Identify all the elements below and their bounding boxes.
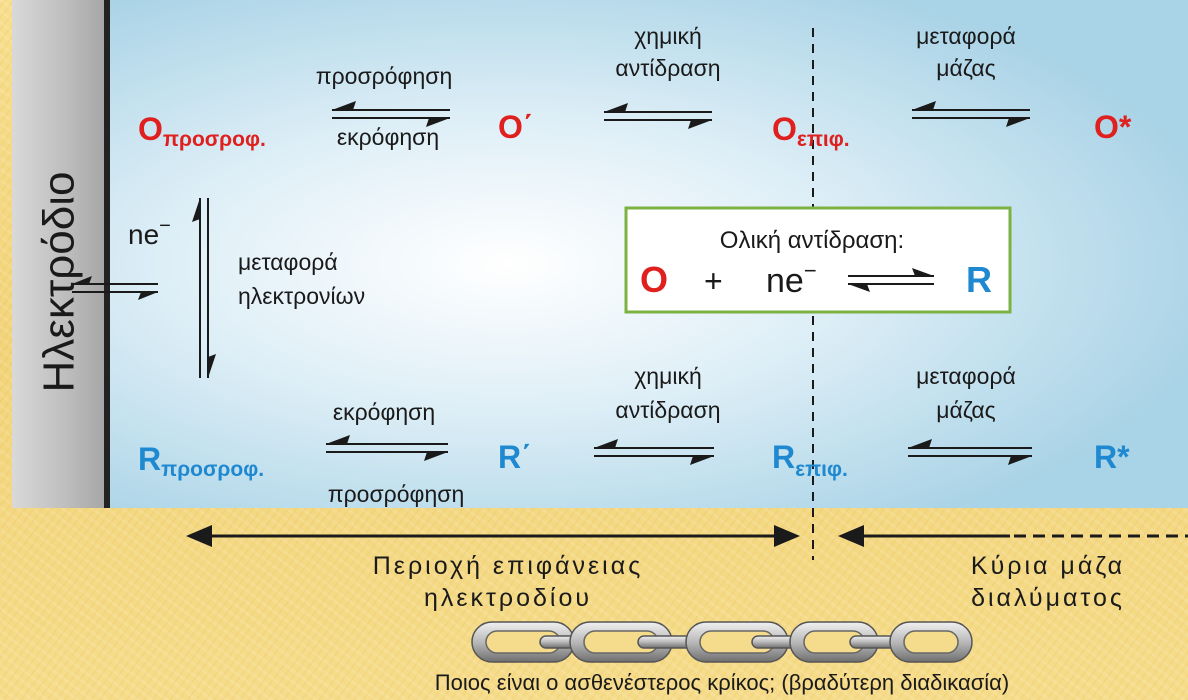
r-bulk: R* bbox=[1094, 439, 1130, 475]
chemical-reaction-top-line1: χημική bbox=[634, 23, 702, 49]
equilibrium-arrow-chemical-top bbox=[604, 103, 712, 129]
electrode-label: Ηλεκτρόδιο bbox=[35, 171, 84, 392]
o-prime: O΄ bbox=[498, 109, 534, 145]
r-surface: Rεπιφ. bbox=[772, 439, 848, 481]
overall-o: O bbox=[640, 259, 668, 300]
mass-transfer-top-line2: μάζας bbox=[936, 55, 996, 81]
electron-exchange-arrow bbox=[72, 276, 158, 300]
r-prime: R΄ bbox=[498, 439, 532, 475]
o-adsorbed: Oπροσροφ. bbox=[138, 111, 266, 151]
electron-transfer-line2: ηλεκτρονίων bbox=[238, 283, 365, 309]
overall-reaction-box bbox=[624, 206, 1012, 314]
o-bulk: O* bbox=[1094, 109, 1132, 145]
equilibrium-arrow-electron-vertical bbox=[192, 198, 216, 378]
overall-r: R bbox=[966, 259, 992, 300]
solution-panel bbox=[12, 0, 1188, 508]
o-surface: Oεπιφ. bbox=[772, 111, 850, 151]
surface-region-label-line1: Περιοχή επιφάνειας bbox=[373, 552, 644, 580]
equilibrium-arrow-adsorption-bottom bbox=[326, 435, 448, 461]
equilibrium-arrow-mass-bottom bbox=[908, 439, 1032, 465]
overall-plus: + bbox=[704, 263, 723, 299]
overall-equilibrium-arrow bbox=[848, 268, 934, 292]
surface-region-arrow bbox=[186, 525, 800, 547]
adsorption-label-top: προσρόφηση bbox=[316, 63, 453, 89]
caption: Ποιος είναι ο ασθενέστερος κρίκος; (βραδ… bbox=[435, 670, 1009, 695]
mass-transfer-bottom-line1: μεταφορά bbox=[916, 363, 1016, 389]
chemical-reaction-bottom-line2: αντίδραση bbox=[615, 397, 720, 423]
desorption-label-top: εκρόφηση bbox=[337, 124, 439, 150]
chain-icon bbox=[471, 621, 973, 663]
electron-transfer-line1: μεταφορά bbox=[238, 249, 338, 275]
bulk-region-label-line2: διαλύματος bbox=[971, 584, 1125, 612]
equilibrium-arrow-mass-top bbox=[912, 101, 1030, 127]
adsorption-label-bottom: προσρόφηση bbox=[328, 481, 465, 507]
equilibrium-arrow-adsorption-top bbox=[332, 101, 450, 127]
mass-transfer-bottom-line2: μάζας bbox=[936, 397, 996, 423]
surface-region-label-line2: ηλεκτροδίου bbox=[424, 584, 592, 612]
mass-transfer-top-line1: μεταφορά bbox=[916, 23, 1016, 49]
electrode-surface-line bbox=[104, 0, 110, 508]
bulk-region-label-line1: Κύρια μάζα bbox=[971, 552, 1125, 580]
ne-label: ne− bbox=[128, 215, 171, 250]
overall-reaction-title: Ολική αντίδραση: bbox=[720, 227, 904, 254]
desorption-label-bottom: εκρόφηση bbox=[333, 399, 435, 425]
chemical-reaction-bottom-line1: χημική bbox=[634, 363, 702, 389]
chemical-reaction-top-line2: αντίδραση bbox=[615, 55, 720, 81]
overall-ne: ne− bbox=[766, 258, 817, 300]
bulk-region-arrow bbox=[838, 525, 1188, 547]
equilibrium-arrow-chemical-bottom bbox=[594, 439, 714, 465]
r-adsorbed: Rπροσροφ. bbox=[138, 441, 264, 481]
electrode-plate bbox=[12, 0, 107, 508]
